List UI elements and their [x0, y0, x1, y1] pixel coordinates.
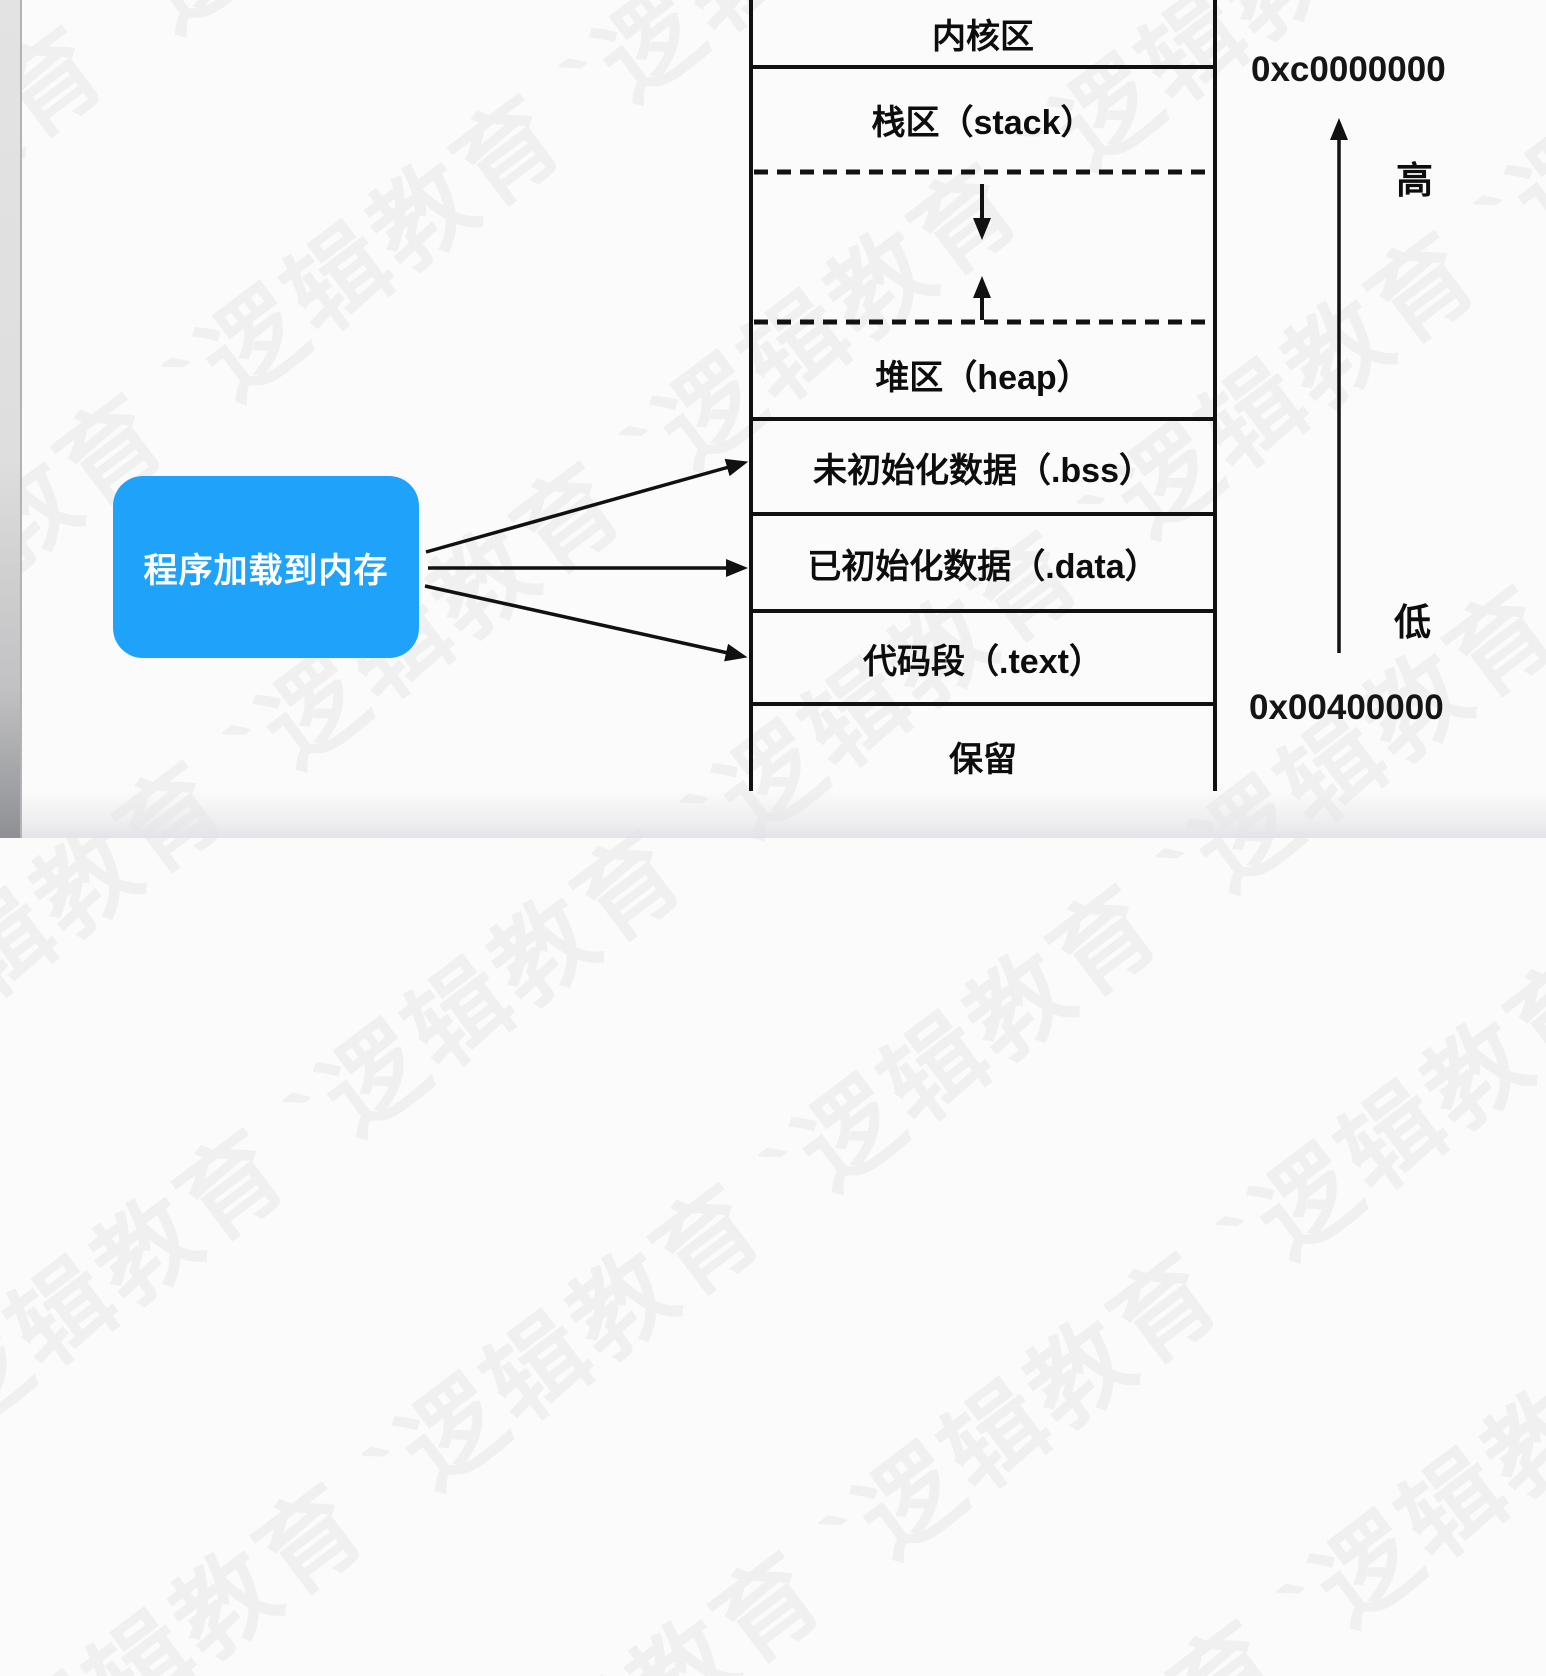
address-label-high: 0xc0000000 [1251, 50, 1446, 89]
memory-diagram-lines [424, 0, 1348, 791]
section-label-bss: 未初始化数据（.bss） [812, 451, 1154, 490]
arrow-to-text [424, 584, 748, 662]
address-label-low: 0x00400000 [1249, 688, 1444, 727]
section-label-stack: 栈区（stack） [871, 103, 1095, 142]
section-label-data: 已初始化数据（.data） [807, 547, 1159, 586]
program-load-box: 程序加载到内存 [113, 476, 419, 658]
arrow-to-bss [425, 458, 749, 554]
left-edge-strip [0, 0, 22, 838]
watermark-row: 逻辑教育 `逻辑教育 `逻辑教育 `逻辑教育 `逻辑教育 `逻辑教育 `逻辑教育… [579, 159, 1546, 1676]
section-label-heap: 堆区（heap） [875, 358, 1091, 397]
axis-label-high: 高 [1396, 160, 1433, 201]
section-label-text: 代码段（.text） [863, 642, 1103, 681]
section-label-kernel: 内核区 [932, 17, 1034, 56]
section-label-reserved: 保留 [949, 740, 1017, 779]
program-load-box-label: 程序加载到内存 [143, 551, 389, 590]
axis-label-low: 低 [1394, 602, 1431, 643]
